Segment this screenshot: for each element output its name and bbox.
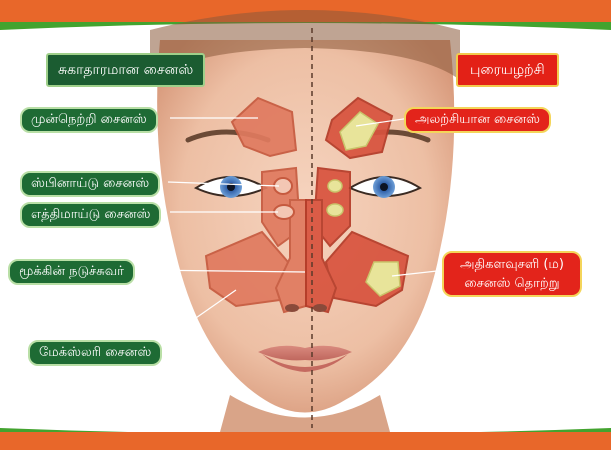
label-sinus-infection-line2: சைனஸ் தொற்று: [453, 274, 571, 293]
left-nostril: [285, 304, 299, 312]
label-ethmoid-sinus: எத்திமாய்டு சைனஸ்: [20, 202, 161, 228]
label-frontal-sinus: முன்நெற்றி சைனஸ்: [20, 107, 158, 133]
label-sinus-infection: அதிகளவுசளி (ம) சைனஸ் தொற்று: [442, 251, 582, 297]
inflamed-heading: புரையழற்சி: [456, 53, 559, 87]
right-nostril: [313, 304, 327, 312]
label-allergic-sinus: அலற்சியான சைனஸ்: [404, 107, 551, 133]
label-sinus-infection-line1: அதிகளவுசளி (ம): [453, 255, 571, 274]
bottom-banner-orange: [0, 432, 611, 450]
label-nasal-septum: மூக்கின் நடுச்சுவர்: [8, 259, 135, 285]
healthy-heading: சுகாதாரமான சைனஸ்: [46, 53, 205, 87]
label-sphenoid-sinus: ஸ்பினாய்டு சைனஸ்: [20, 171, 160, 197]
label-maxillary-sinus: மேக்ஸ்லரி சைனஸ்: [28, 340, 162, 366]
